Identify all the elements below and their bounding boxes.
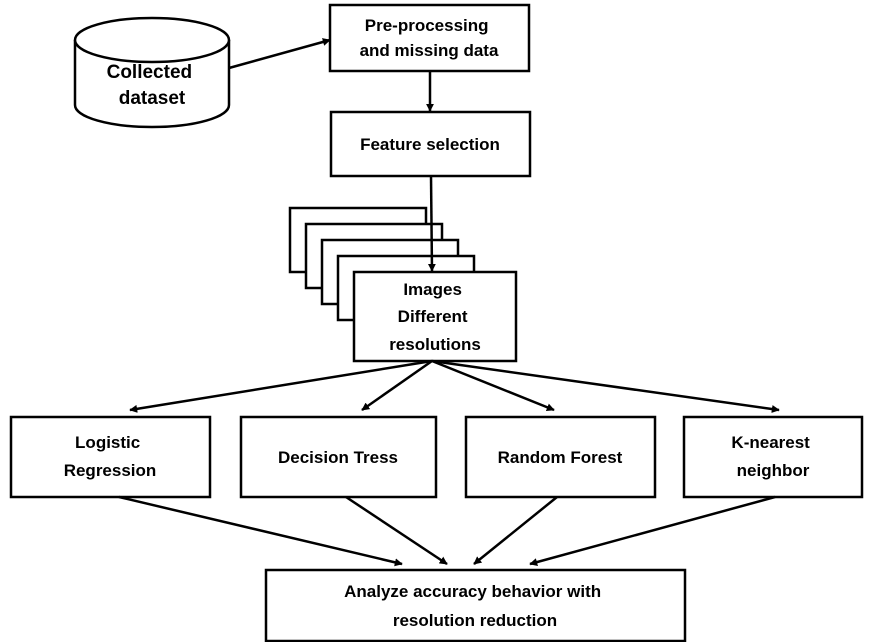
analyze-box: Analyze accuracy behavior with resolutio… [264,568,687,642]
arrow-images-to-decision [361,359,433,412]
random-forest-box: Random Forest [464,415,657,499]
arrow-decision-to-analyze [345,495,448,566]
knn-box: K-nearest neighbor [682,415,864,499]
connectors [118,38,780,567]
arrow-logistic-to-analyze [118,495,403,567]
collected-dataset-label: Collected dataset [107,62,198,109]
analyze-label: Analyze accuracy behavior with resolutio… [344,582,606,630]
arrow-dataset-to-preprocessing [228,38,331,70]
logistic-regression-label: Logistic Regression [64,433,157,480]
collected-dataset-cylinder: Collected dataset [73,16,231,129]
arrow-feature-to-images [427,175,436,272]
preprocessing-label: Pre-processing and missing data [360,16,499,60]
image-stack: Images Different resolutions [288,206,518,363]
arrow-images-to-random [431,359,555,412]
arrow-images-to-logistic [129,359,433,413]
arrow-knn-to-analyze [529,495,776,566]
images-label: Images Different resolutions [389,280,481,354]
random-forest-label: Random Forest [498,448,623,467]
feature-selection-label: Feature selection [360,135,500,154]
arrow-images-to-knn [431,359,780,413]
decision-tress-box: Decision Tress [239,415,438,499]
arrow-random-to-analyze [473,496,558,565]
feature-selection-box: Feature selection [329,110,532,178]
knn-label: K-nearest neighbor [731,433,814,480]
decision-tress-label: Decision Tress [278,448,398,467]
preprocessing-box: Pre-processing and missing data [328,3,531,73]
logistic-regression-box: Logistic Regression [9,415,212,499]
